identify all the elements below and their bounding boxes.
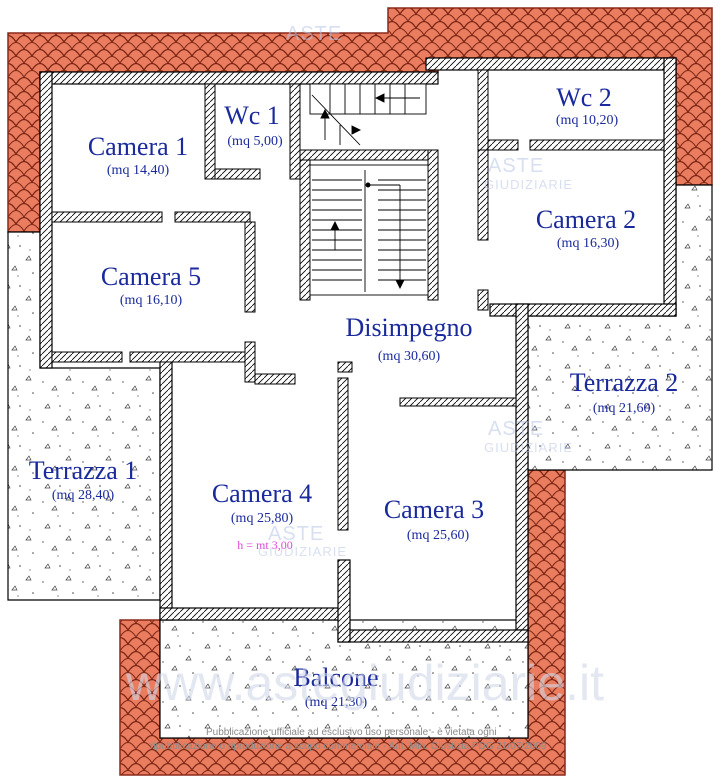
room-camera3-name: Camera 3 bbox=[384, 495, 484, 524]
room-balcone-name: Balcone bbox=[293, 663, 378, 692]
watermark-brand-bottom-2: GIUDIZIARIE bbox=[484, 177, 573, 192]
watermark: ASTE ASTE GIUDIZIARIE ASTE GIUDIZIARIE A… bbox=[125, 23, 604, 752]
room-terrazza2-name: Terrazza 2 bbox=[570, 368, 679, 397]
room-wc1-area: (mq 5,00) bbox=[227, 134, 283, 149]
room-camera1-name: Camera 1 bbox=[88, 132, 188, 161]
room-disimpegno-name: Disimpegno bbox=[345, 313, 472, 342]
outer-walls bbox=[39, 57, 677, 643]
room-camera3-area: (mq 25,60) bbox=[407, 528, 470, 543]
room-camera2-area: (mq 16,30) bbox=[557, 236, 620, 251]
room-camera2-name: Camera 2 bbox=[536, 205, 636, 234]
room-camera4-area: (mq 25,80) bbox=[231, 511, 294, 526]
watermark-url: www.astegiudiziarie.it bbox=[125, 655, 604, 711]
room-camera4-height: h = mt 3,00 bbox=[237, 538, 292, 552]
watermark-brand-top-3: ASTE bbox=[488, 418, 544, 440]
room-wc1-name: Wc 1 bbox=[224, 101, 280, 130]
watermark-brand-bottom-4: GIUDIZIARIE bbox=[258, 544, 347, 559]
room-camera5-area: (mq 16,10) bbox=[120, 293, 183, 308]
room-camera5-name: Camera 5 bbox=[101, 262, 201, 291]
watermark-brand-top-1: ASTE bbox=[286, 23, 342, 45]
staircase bbox=[309, 83, 429, 296]
watermark-disclaimer-1: Pubblicazione ufficiale ad esclusivo uso… bbox=[206, 727, 497, 738]
room-camera4-name: Camera 4 bbox=[212, 479, 312, 508]
room-labels: Camera 1 (mq 14,40) Wc 1 (mq 5,00) Wc 2 … bbox=[29, 83, 679, 710]
terraces bbox=[7, 184, 713, 739]
room-terrazza1-name: Terrazza 1 bbox=[29, 456, 138, 485]
watermark-brand-bottom-3: GIUDIZIARIE bbox=[484, 440, 573, 455]
watermark-brand-top-4: ASTE bbox=[268, 523, 324, 545]
room-disimpegno-area: (mq 30,60) bbox=[378, 349, 441, 364]
room-terrazza1-area: (mq 28,40) bbox=[52, 488, 115, 503]
room-wc2-area: (mq 10,20) bbox=[556, 113, 619, 128]
room-terrazza2-area: (mq 21,60) bbox=[593, 401, 656, 416]
watermark-brand-top-2: ASTE bbox=[488, 155, 544, 177]
room-balcone-area: (mq 21,30) bbox=[305, 695, 368, 710]
room-camera1-area: (mq 14,40) bbox=[107, 163, 170, 178]
watermark-disclaimer-2: ripubblicazione o riproduzione a scopo c… bbox=[150, 741, 547, 752]
room-wc2-name: Wc 2 bbox=[556, 83, 612, 112]
